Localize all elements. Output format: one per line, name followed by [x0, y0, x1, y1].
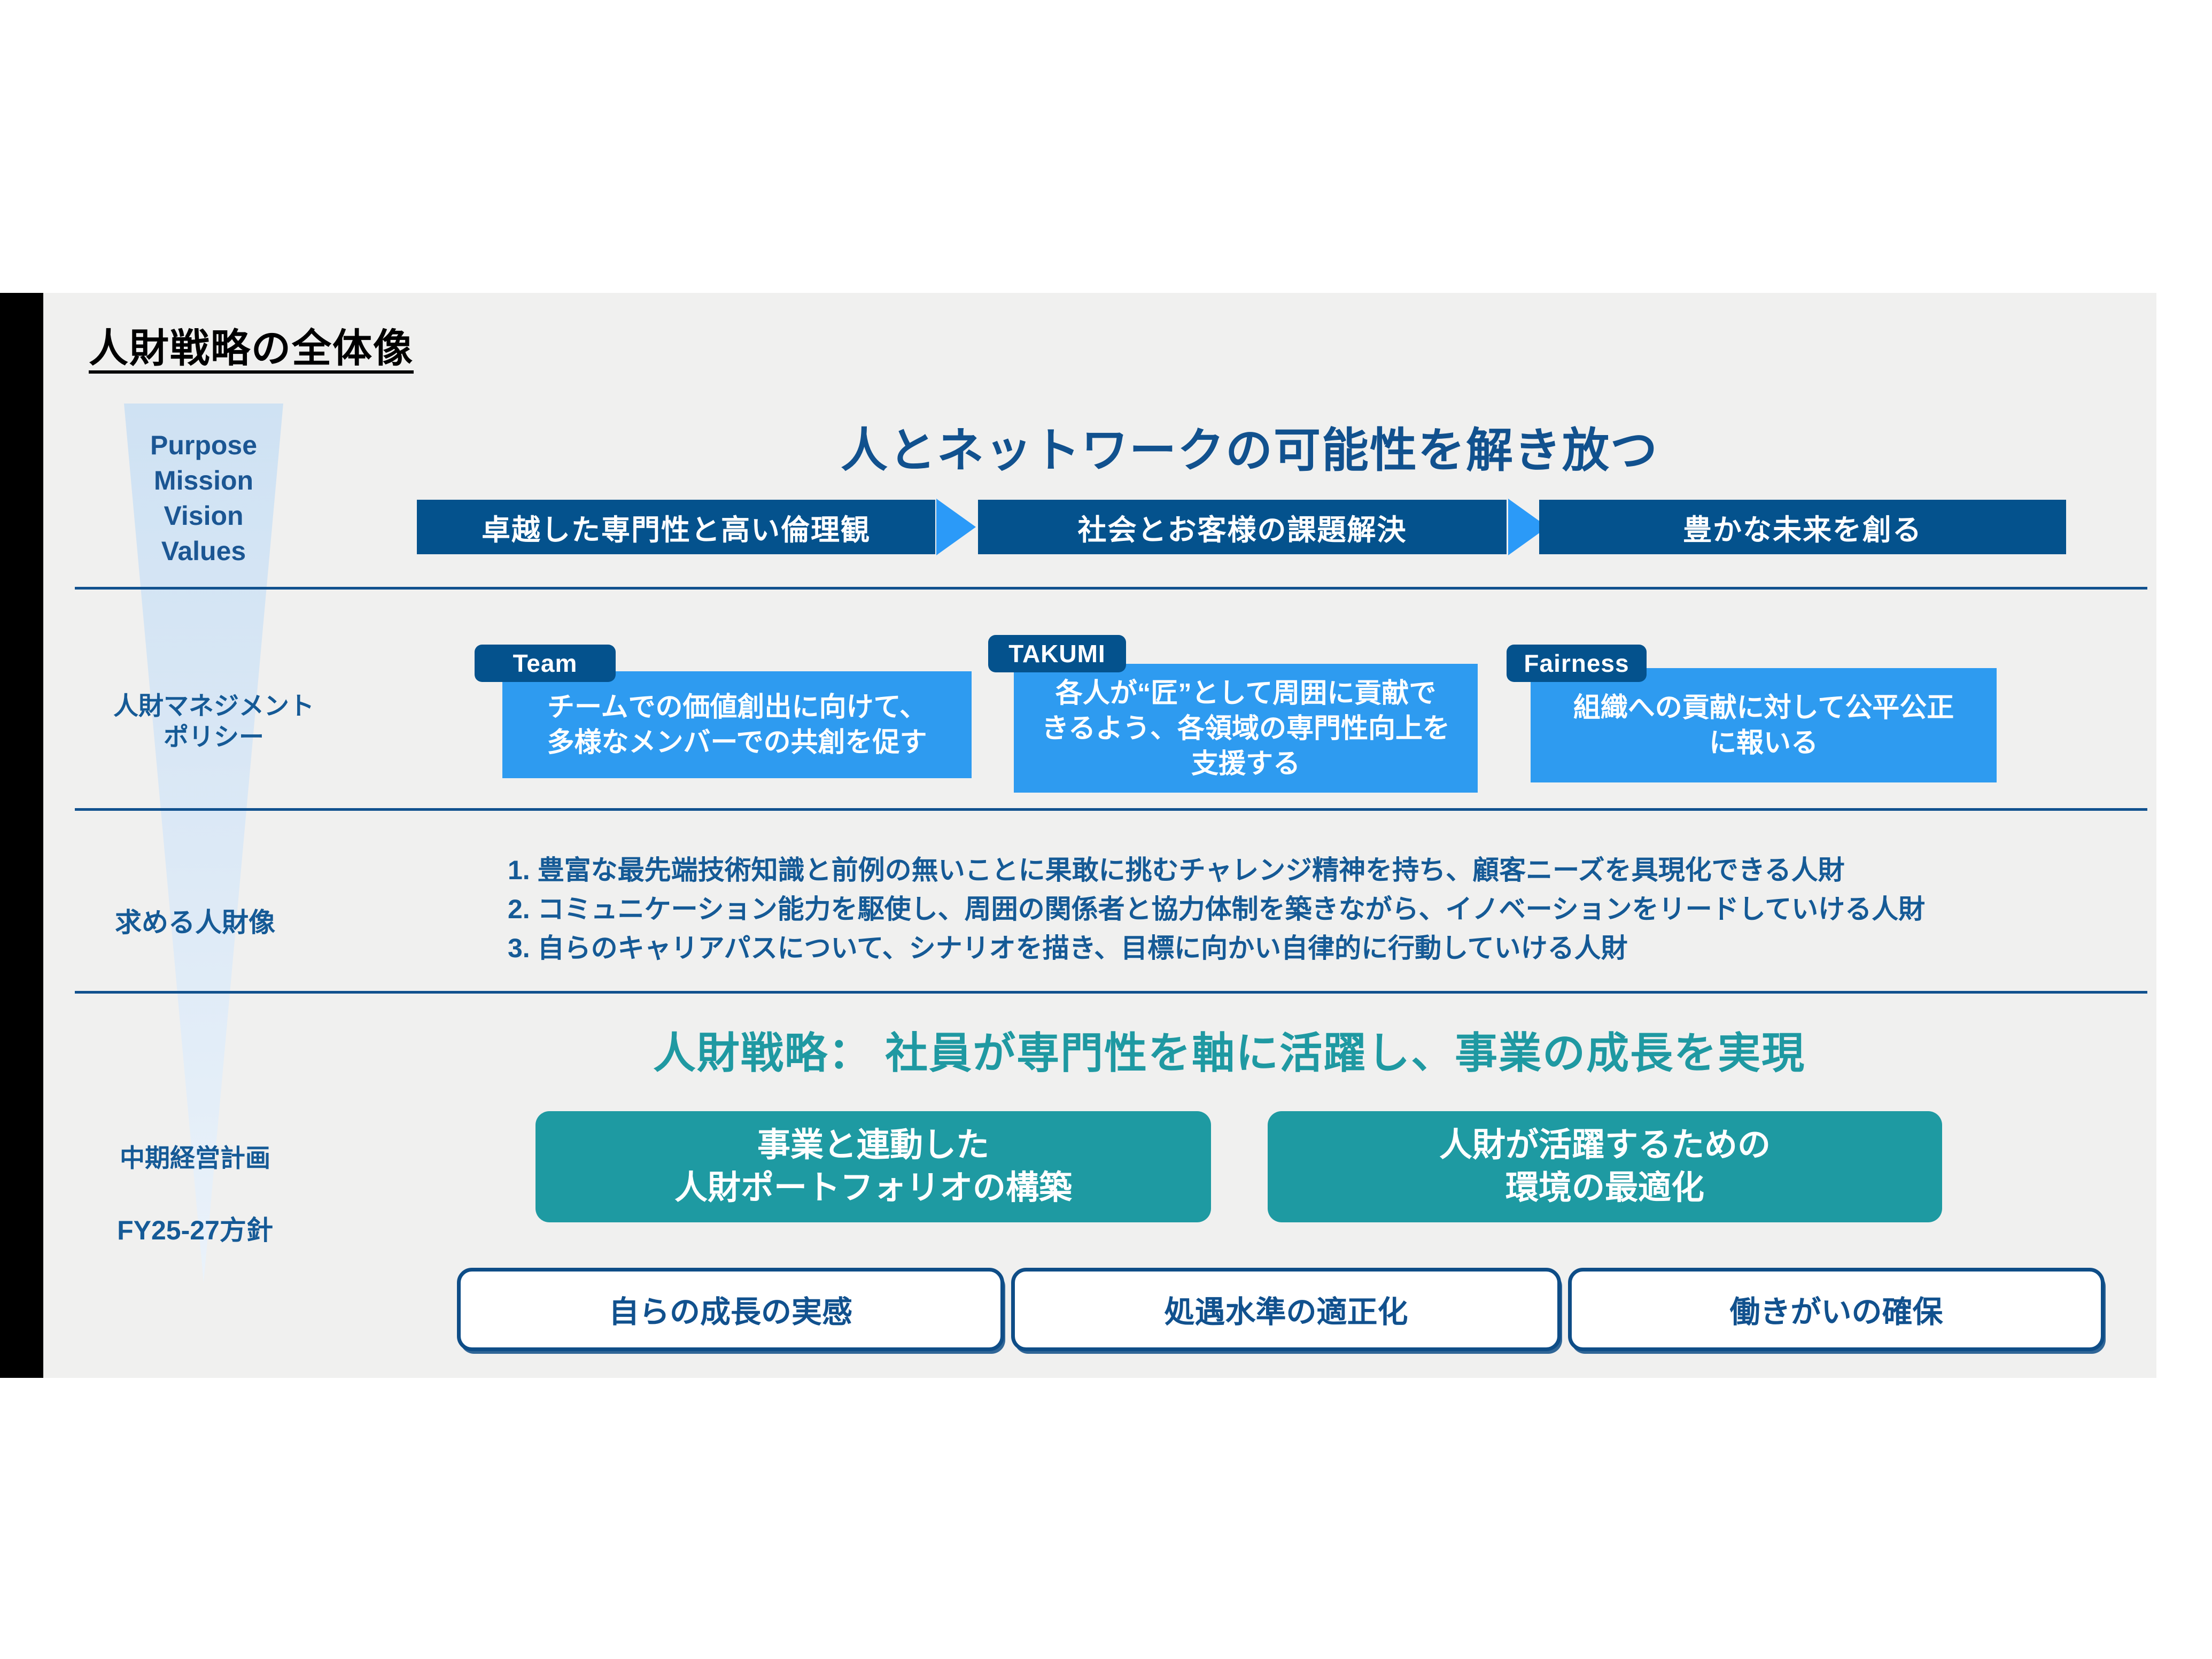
section-label-policy: 人財マネジメント ポリシー: [113, 692, 314, 751]
strategy-headline: 人財戦略： 社員が専門性を軸に活躍し、事業の成長を実現: [653, 1029, 1806, 1077]
section-label-midterm-plan: 中期経営計画: [120, 1144, 270, 1172]
section-label-fy-policy: FY25-27方針: [117, 1215, 273, 1245]
value-chain-step-1: 卓越した専門性と高い倫理観: [417, 500, 935, 554]
section-divider: [75, 587, 2147, 590]
policy-card-fairness: 組織への貢献に対して公平公正 に報いる: [1531, 668, 1997, 782]
persona-item-3: 3. 自らのキャリアパスについて、シナリオを描き、目標に向かい自律的に行動してい…: [508, 933, 1628, 963]
policy-badge-team: Team: [475, 645, 616, 682]
arrow-right-icon: [936, 499, 976, 555]
policy-badge-takumi: TAKUMI: [988, 635, 1126, 672]
section-label-persona: 求める人財像: [115, 908, 275, 937]
value-chain-step-3: 豊かな未来を創る: [1539, 500, 2066, 554]
left-black-bar: [0, 293, 43, 1378]
pmvv-label: Purpose Mission Vision Values: [150, 430, 258, 566]
strategy-pillar-portfolio: 事業と連動した 人財ポートフォリオの構築: [535, 1111, 1211, 1222]
policy-card-team: チームでの価値創出に向けて、 多様なメンバーでの共創を促す: [502, 671, 972, 778]
vision-headline: 人とネットワークの可能性を解き放つ: [840, 424, 1658, 477]
section-divider: [75, 991, 2147, 994]
policy-card-takumi: 各人が“匠”として周囲に貢献で きるよう、各領域の専門性向上を 支援する: [1014, 664, 1478, 793]
outcome-box-compensation: 処遇水準の適正化: [1011, 1268, 1561, 1351]
outcome-box-engagement: 働きがいの確保: [1568, 1268, 2105, 1351]
strategy-pillar-environment: 人財が活躍するための 環境の最適化: [1268, 1111, 1942, 1222]
page-title: 人財戦略の全体像: [89, 326, 414, 370]
outcome-box-growth: 自らの成長の実感: [457, 1268, 1004, 1351]
persona-list: 1. 豊富な最先端技術知識と前例の無いことに果敢に挑むチャレンジ精神を持ち、顧客…: [508, 851, 2084, 968]
persona-item-1: 1. 豊富な最先端技術知識と前例の無いことに果敢に挑むチャレンジ精神を持ち、顧客…: [508, 855, 1845, 885]
persona-item-2: 2. コミュニケーション能力を駆使し、周囲の関係者と協力体制を築きながら、イノベ…: [508, 894, 1926, 924]
value-chain-step-2: 社会とお客様の課題解決: [978, 500, 1507, 554]
policy-badge-fairness: Fairness: [1507, 645, 1647, 682]
section-divider: [75, 808, 2147, 811]
